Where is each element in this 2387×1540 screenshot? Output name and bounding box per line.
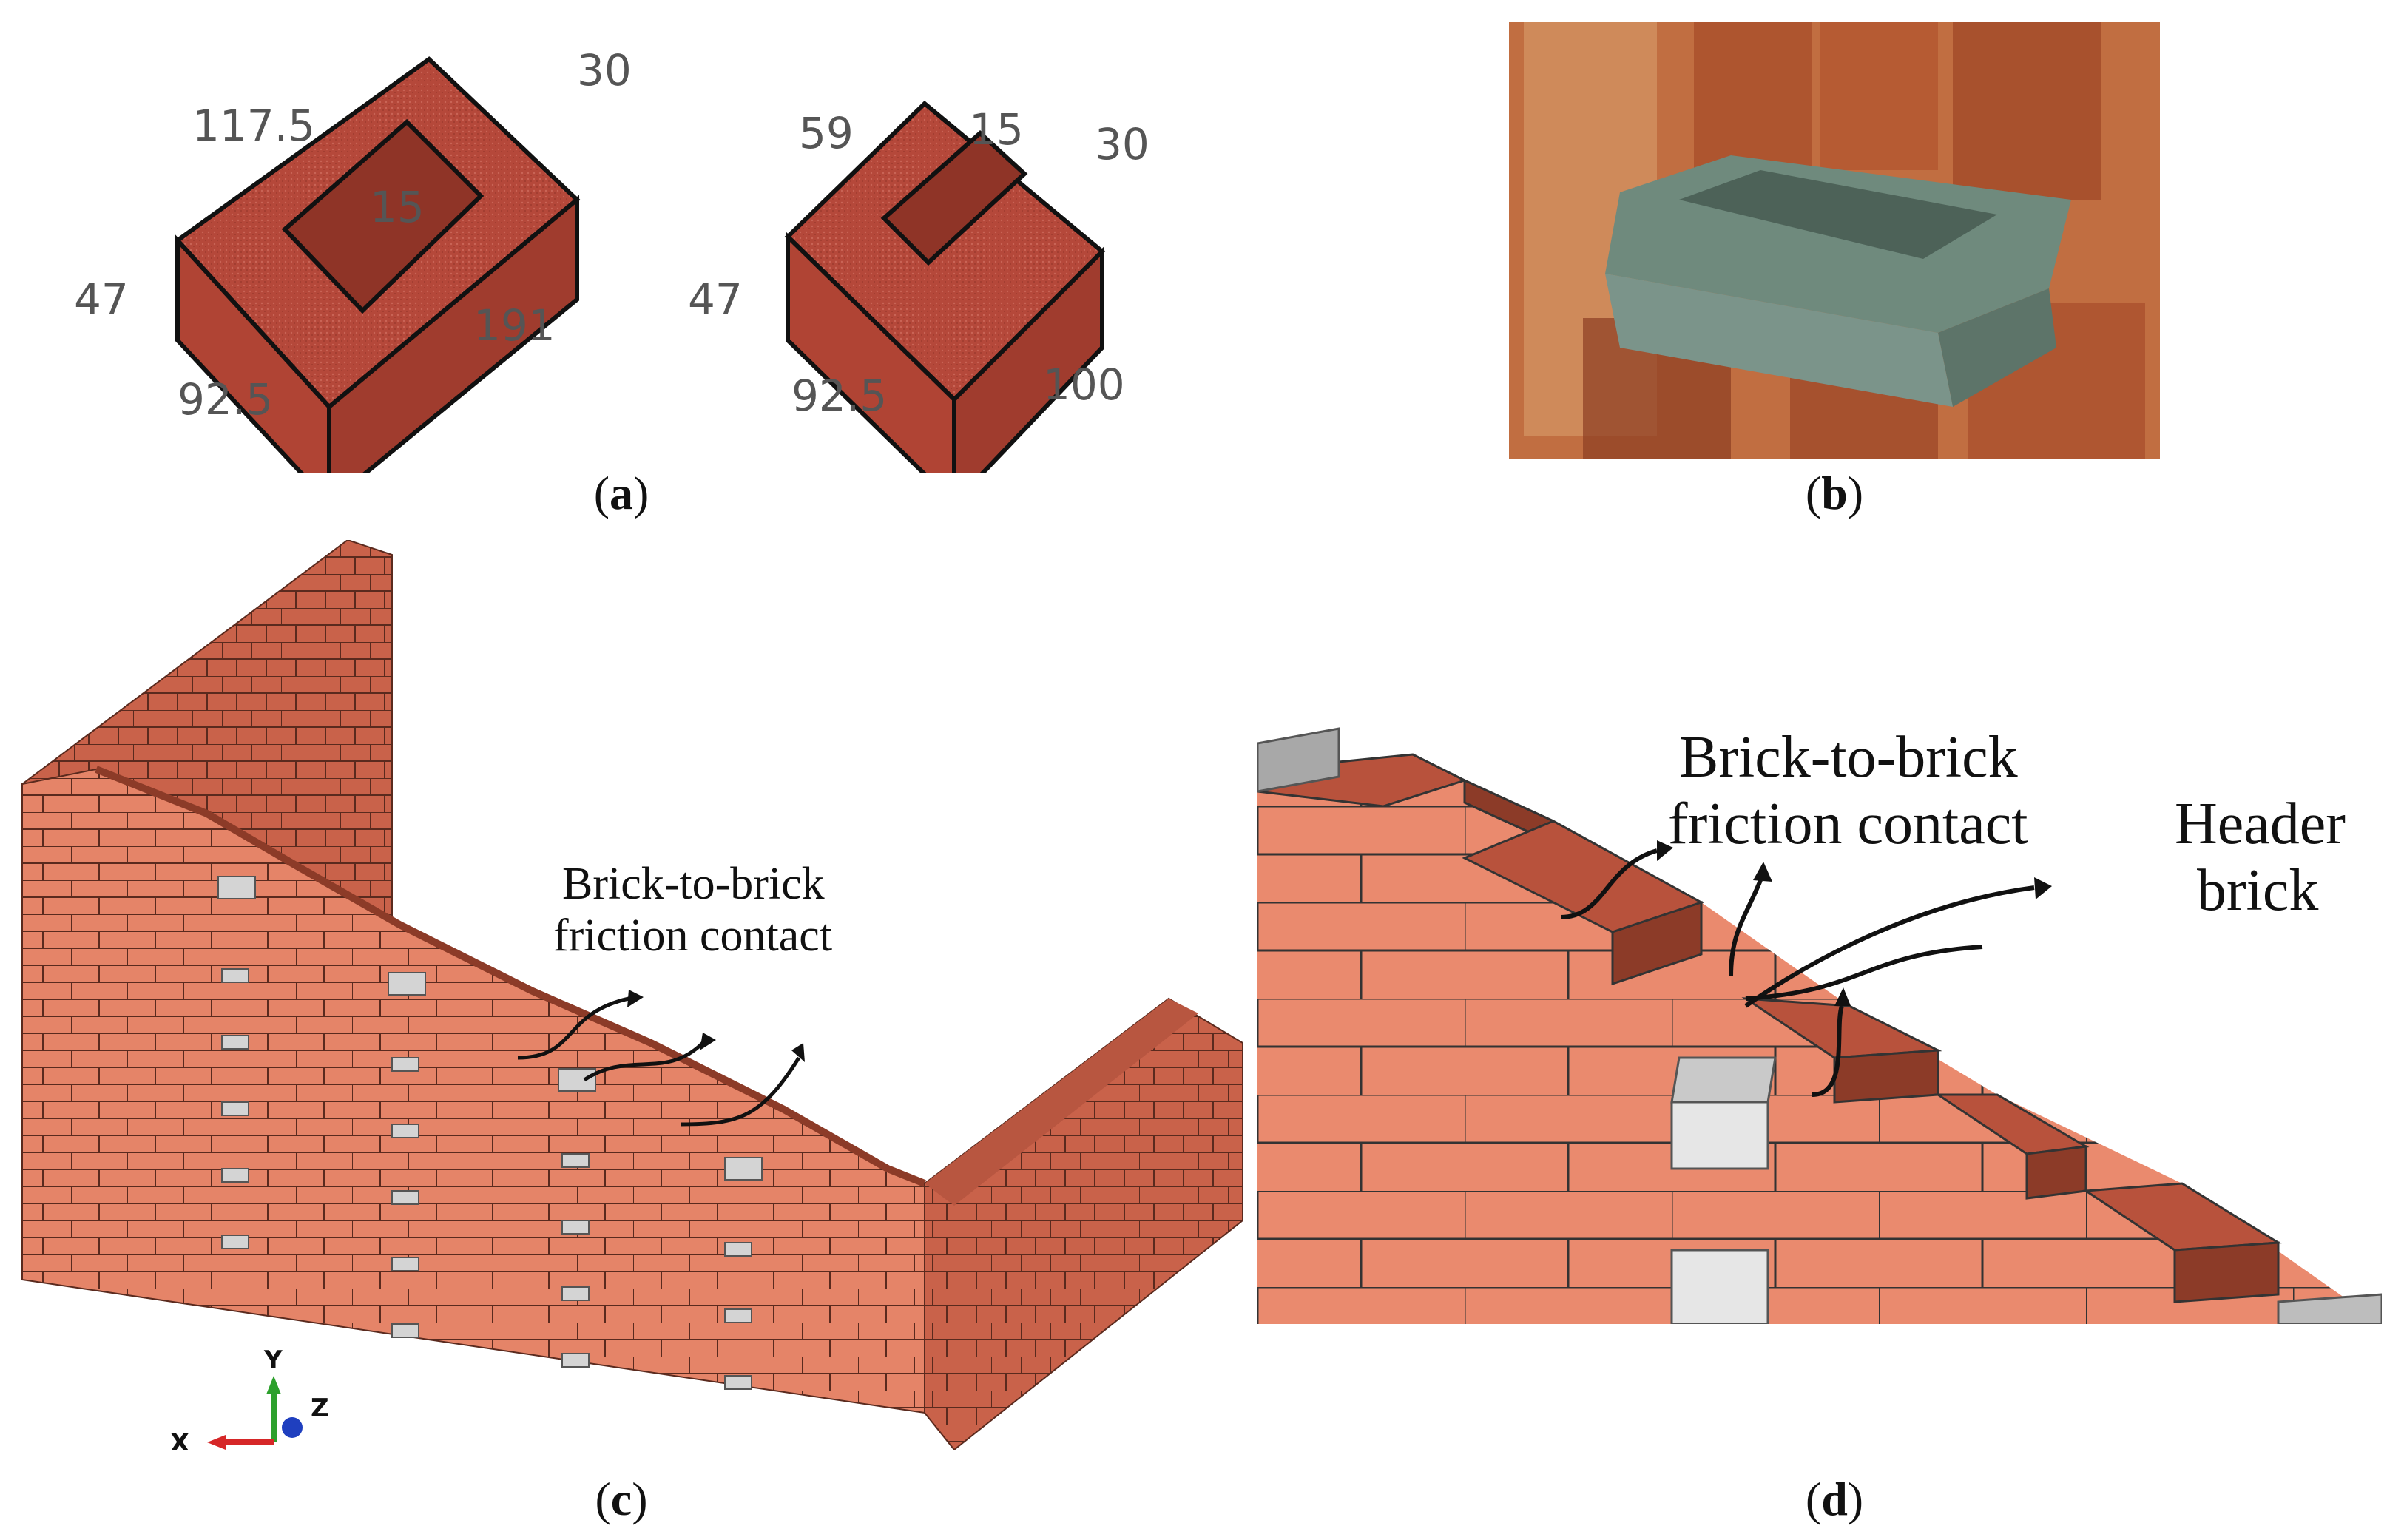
- detail-wall: [1257, 780, 2382, 1324]
- stepped-edge: [95, 766, 926, 1187]
- axis-label-z: Z: [311, 1394, 329, 1423]
- full-brick-front: [175, 234, 331, 473]
- dim-half-length: 100: [1043, 359, 1125, 410]
- annotation-c-line2: friction contact: [553, 911, 832, 961]
- dim-length: 191: [473, 300, 556, 351]
- detail-arrows: [1560, 848, 2035, 1097]
- panel-b-brick-photo: [1509, 22, 2160, 459]
- detail-arrow-3: [1745, 945, 1983, 1001]
- dim-slot-depth: 15: [370, 182, 425, 232]
- dim-slot-length: 117.5: [192, 101, 315, 151]
- arrowheads: [627, 990, 805, 1062]
- caption-b: (b): [1805, 467, 1864, 519]
- dim-half-height: 47: [688, 274, 743, 325]
- half-brick-slot: [880, 129, 1028, 266]
- dim-half-slot-depth: 15: [969, 104, 1024, 155]
- panel-d-detail: Brick-to-brick friction contact Header b…: [1257, 710, 2382, 1324]
- dim-width: 92.5: [178, 374, 273, 425]
- annotation-d-line1: Brick-to-brick: [1679, 725, 2018, 790]
- detail-header-bricks: [1257, 727, 2382, 1324]
- header-bricks: [217, 876, 763, 1390]
- dim-height: 47: [74, 274, 129, 325]
- contact-arrows: [517, 996, 801, 1127]
- detail-steps: [1257, 753, 2282, 1303]
- axis-label-x: X: [170, 1428, 189, 1450]
- full-brick-side: [327, 195, 579, 473]
- detail-arrowheads: [1657, 840, 2052, 1006]
- full-brick: 117.5 30 15 47 92.5 191: [74, 45, 632, 473]
- dim-slot-edge: 30: [577, 45, 632, 95]
- brick-drawings-svg: 117.5 30 15 47 92.5 191 59 15 30 47 92.5…: [74, 45, 1149, 473]
- arrow-3: [680, 1056, 801, 1127]
- full-brick-slot: [281, 118, 485, 314]
- detail-arrow-5: [1744, 885, 2035, 1008]
- axis-label-y: Y: [263, 1345, 283, 1375]
- arrow-1: [517, 996, 629, 1060]
- half-brick-side: [952, 246, 1104, 473]
- caption-c: (c): [595, 1473, 648, 1525]
- header-label-line2: brick: [2197, 858, 2318, 923]
- return-wall-top: [925, 999, 1198, 1206]
- detail-arrow-2: [1729, 879, 1763, 977]
- annotation-d-line2: friction contact: [1668, 791, 2028, 857]
- dim-half-slot-edge: 30: [1095, 119, 1149, 169]
- caption-a: (a): [593, 467, 649, 519]
- dim-half-width: 92.5: [791, 371, 887, 421]
- wall-model-svg: Brick-to-brick friction contact Y X Z: [21, 540, 1243, 1450]
- half-brick-front: [786, 231, 956, 473]
- panel-a-brick-dimensions: 117.5 30 15 47 92.5 191 59 15 30 47 92.5…: [59, 30, 1184, 473]
- detail-svg: Brick-to-brick friction contact Header b…: [1257, 725, 2382, 1324]
- caption-d: (d): [1805, 1473, 1864, 1525]
- dim-half-slot-length: 59: [799, 108, 854, 158]
- axis-triad: Y X Z: [170, 1345, 329, 1450]
- detail-arrow-1: [1560, 848, 1658, 919]
- brick-frog-in-photo: [1679, 170, 1997, 259]
- annotation-c-line1: Brick-to-brick: [562, 859, 825, 909]
- arrow-2: [583, 1041, 704, 1082]
- z-axis-marker: [282, 1417, 303, 1438]
- panel-c-wall-model: Brick-to-brick friction contact Y X Z: [15, 540, 1257, 1450]
- half-brick: 59 15 30 47 92.5 100: [688, 100, 1149, 473]
- header-label-line1: Header: [2175, 791, 2346, 857]
- brick-photo-illustration: [1509, 22, 2160, 459]
- detail-arrow-4: [1812, 1005, 1844, 1097]
